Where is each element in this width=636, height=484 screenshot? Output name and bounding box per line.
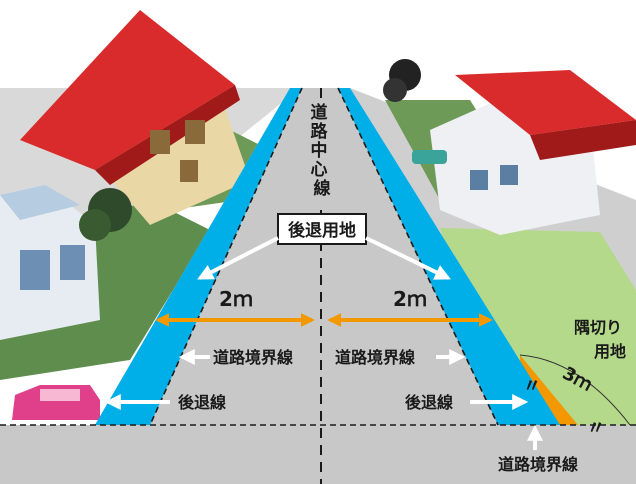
setback-line-left-label: 後退線 xyxy=(178,393,226,412)
house-right-red-roof xyxy=(430,70,636,235)
corner-cut-land-label-1: 隅切り xyxy=(574,318,622,337)
ditto-mark-2: 〃 xyxy=(587,418,605,439)
lawn-right xyxy=(440,228,636,425)
setback-land-label: 後退用地 xyxy=(288,220,356,241)
setback-land-arrow-right xyxy=(365,236,451,280)
center-label-bg xyxy=(311,100,333,210)
setback-land-arrow-left xyxy=(197,236,279,280)
distance-right-label: 2ｍ xyxy=(393,287,427,311)
green-car xyxy=(412,150,447,164)
pink-car xyxy=(12,385,100,420)
road xyxy=(95,88,520,425)
ditto-mark-1: 〃 xyxy=(523,376,541,397)
road-boundary-line-right xyxy=(337,87,499,426)
road-boundary-line-left xyxy=(149,87,303,426)
setback-line-right-label: 後退線 xyxy=(405,393,453,412)
setback-strip-left xyxy=(95,88,302,425)
distance-left-label: 2ｍ xyxy=(219,287,253,311)
corner-cut-arc xyxy=(519,354,631,426)
boundary-right-label: 道路境界線 xyxy=(335,348,415,367)
house-left-blue xyxy=(0,185,100,340)
corner-cut-land-label-2: 用地 xyxy=(594,342,626,361)
boundary-bottom-label: 道路境界線 xyxy=(498,455,578,474)
setback-land-label-box xyxy=(277,213,367,245)
boundary-left-label: 道路境界線 xyxy=(213,348,293,367)
tree-left xyxy=(79,188,132,241)
setback-strip-right xyxy=(338,88,560,425)
tree-right xyxy=(383,59,421,102)
road-center-line-label: 道 路 中 心 線 xyxy=(311,102,334,199)
house-left-red-roof xyxy=(20,10,250,225)
